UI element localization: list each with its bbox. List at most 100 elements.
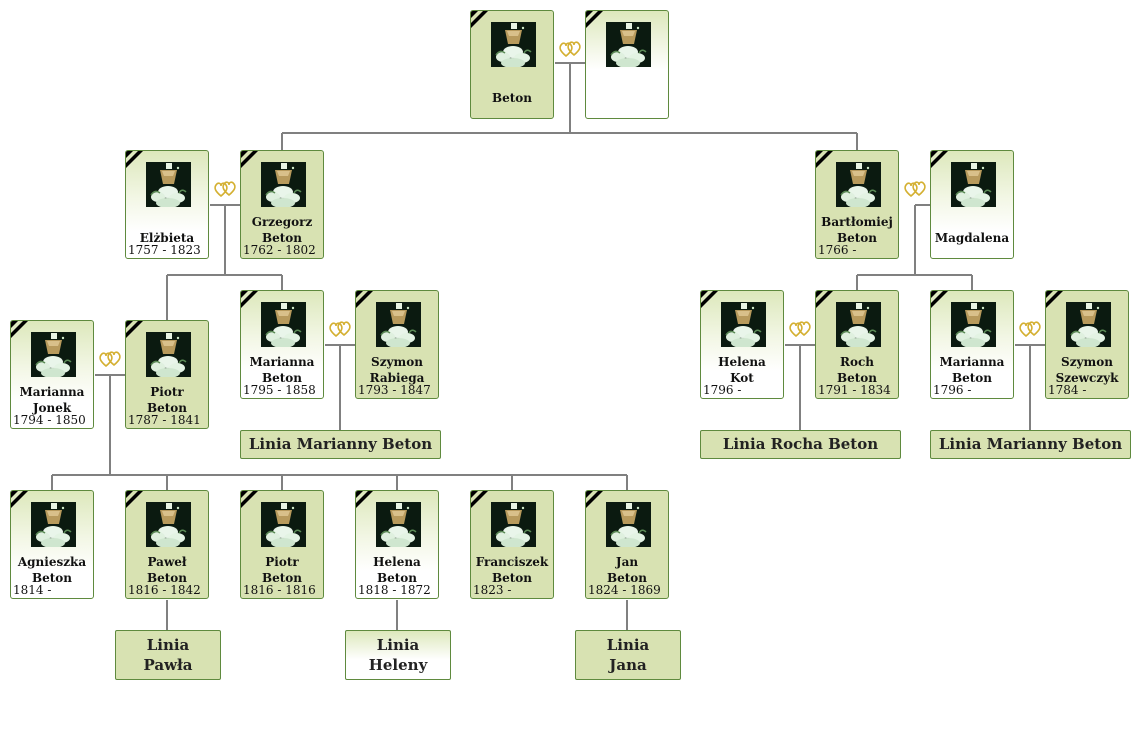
candle-and-flowers-photo bbox=[376, 302, 421, 347]
person-name: Elżbieta bbox=[139, 231, 195, 245]
person-name: Jan Beton bbox=[606, 555, 648, 585]
person-name: Helena Kot bbox=[718, 355, 766, 385]
mourning-ribbon-icon bbox=[471, 11, 488, 28]
person-photo bbox=[951, 162, 996, 207]
person-name: Helena Beton bbox=[373, 555, 421, 585]
mourning-ribbon-icon bbox=[471, 491, 488, 508]
lineage-link[interactable]: Linia Jana bbox=[575, 630, 681, 680]
person-photo bbox=[491, 22, 536, 67]
person-card[interactable]: Beton bbox=[470, 10, 554, 119]
person-name: Agnieszka Beton bbox=[17, 555, 87, 585]
mourning-ribbon-icon bbox=[126, 151, 143, 168]
candle-and-flowers-photo bbox=[951, 162, 996, 207]
two-hearts-icon[interactable] bbox=[558, 40, 582, 58]
person-dates: 1757 - 1823 bbox=[128, 243, 201, 257]
person-dates: 1796 - bbox=[933, 383, 972, 397]
candle-and-flowers-photo bbox=[31, 502, 76, 547]
person-card[interactable]: Magdalena bbox=[930, 150, 1014, 259]
person-dates: 1784 - bbox=[1048, 383, 1087, 397]
candle-and-flowers-photo bbox=[146, 502, 191, 547]
two-hearts-icon[interactable] bbox=[98, 350, 122, 368]
person-name: Grzegorz Beton bbox=[251, 215, 313, 245]
person-photo bbox=[721, 302, 766, 347]
candle-and-flowers-photo bbox=[721, 302, 766, 347]
person-photo bbox=[1066, 302, 1111, 347]
person-photo bbox=[836, 162, 881, 207]
two-hearts-icon[interactable] bbox=[788, 320, 812, 338]
lineage-link[interactable]: Linia Rocha Beton bbox=[700, 430, 901, 459]
person-photo bbox=[261, 302, 306, 347]
mourning-ribbon-icon bbox=[356, 291, 373, 308]
person-name: Roch Beton bbox=[836, 355, 878, 385]
person-photo bbox=[491, 502, 536, 547]
person-name: Szymon Rabiega bbox=[369, 355, 425, 385]
person-photo bbox=[31, 332, 76, 377]
candle-and-flowers-photo bbox=[261, 502, 306, 547]
person-photo bbox=[376, 302, 421, 347]
lineage-link[interactable]: Linia Marianny Beton bbox=[240, 430, 441, 459]
candle-and-flowers-photo bbox=[261, 162, 306, 207]
mourning-ribbon-icon bbox=[931, 291, 948, 308]
person-name: Marianna Beton bbox=[249, 355, 315, 385]
candle-and-flowers-photo bbox=[836, 302, 881, 347]
person-name: Piotr Beton bbox=[261, 555, 303, 585]
person-name: Marianna Jonek bbox=[19, 385, 85, 415]
candle-and-flowers-photo bbox=[261, 302, 306, 347]
candle-and-flowers-photo bbox=[836, 162, 881, 207]
two-hearts-icon[interactable] bbox=[213, 180, 237, 198]
person-photo bbox=[836, 302, 881, 347]
person-photo bbox=[146, 162, 191, 207]
person-dates: 1823 - bbox=[473, 583, 512, 597]
lineage-link[interactable]: Linia Marianny Beton bbox=[930, 430, 1131, 459]
candle-and-flowers-photo bbox=[146, 162, 191, 207]
person-photo bbox=[146, 502, 191, 547]
person-dates: 1791 - 1834 bbox=[818, 383, 891, 397]
person-dates: 1787 - 1841 bbox=[128, 413, 201, 427]
mourning-ribbon-icon bbox=[241, 151, 258, 168]
person-photo bbox=[606, 502, 651, 547]
mourning-ribbon-icon bbox=[816, 291, 833, 308]
person-dates: 1762 - 1802 bbox=[243, 243, 316, 257]
lineage-link[interactable]: Linia Pawła bbox=[115, 630, 221, 680]
person-dates: 1816 - 1842 bbox=[128, 583, 201, 597]
two-hearts-icon[interactable] bbox=[1018, 320, 1042, 338]
mourning-ribbon-icon bbox=[126, 491, 143, 508]
mourning-ribbon-icon bbox=[241, 491, 258, 508]
mourning-ribbon-icon bbox=[931, 151, 948, 168]
person-card[interactable] bbox=[585, 10, 669, 119]
two-hearts-icon[interactable] bbox=[903, 180, 927, 198]
candle-and-flowers-photo bbox=[376, 502, 421, 547]
person-dates: 1814 - bbox=[13, 583, 52, 597]
person-photo bbox=[951, 302, 996, 347]
person-dates: 1816 - 1816 bbox=[243, 583, 316, 597]
person-name: Franciszek Beton bbox=[475, 555, 549, 585]
two-hearts-icon[interactable] bbox=[328, 320, 352, 338]
candle-and-flowers-photo bbox=[606, 502, 651, 547]
person-name: Paweł Beton bbox=[146, 555, 188, 585]
candle-and-flowers-photo bbox=[491, 502, 536, 547]
person-dates: 1824 - 1869 bbox=[588, 583, 661, 597]
mourning-ribbon-icon bbox=[816, 151, 833, 168]
candle-and-flowers-photo bbox=[606, 22, 651, 67]
lineage-link[interactable]: Linia Heleny bbox=[345, 630, 451, 680]
candle-and-flowers-photo bbox=[146, 332, 191, 377]
